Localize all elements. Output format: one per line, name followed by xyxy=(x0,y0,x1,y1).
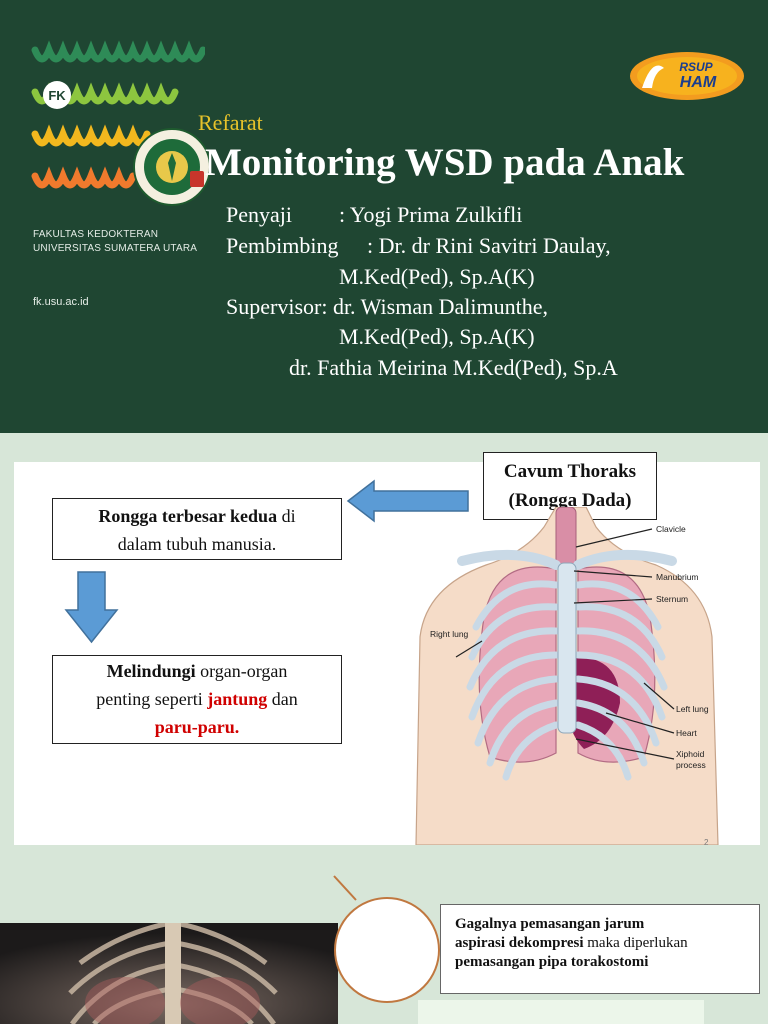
chest-xray-image xyxy=(0,923,338,1024)
wsd-line-1: Gagalnya pemasangan jarum xyxy=(455,916,645,932)
label-manubrium: Manubrium xyxy=(656,572,699,582)
credit-pembimbing-name: : Dr. dr Rini Savitri Daulay, xyxy=(367,233,611,258)
green-panel xyxy=(418,1000,704,1024)
label-clavicle: Clavicle xyxy=(656,524,686,534)
melindungi-line-1: Melindungi organ-organ xyxy=(106,661,288,681)
svg-text:HAM: HAM xyxy=(680,74,717,91)
cavum-line-1: Cavum Thoraks xyxy=(503,461,637,482)
credit-supervisor: Supervisor: dr. Wisman Dalimunthe, xyxy=(226,294,548,319)
label-right-lung: Right lung xyxy=(430,629,469,639)
usu-seal-logo xyxy=(133,128,211,206)
connector-line xyxy=(333,875,357,901)
refarat-label: Refarat xyxy=(198,110,263,135)
credit-pembimbing-label: Pembimbing xyxy=(226,233,339,258)
label-xiphoid-1: Xiphoid xyxy=(676,749,705,759)
wsd-textbox: Gagalnya pemasangan jarum aspirasi dekom… xyxy=(440,904,760,994)
credit-supervisor-2: dr. Fathia Meirina M.Ked(Ped), Sp.A xyxy=(289,355,618,380)
melindungi-box: Melindungi organ-organ penting seperti j… xyxy=(52,655,342,744)
rongga-line-2: dalam tubuh manusia. xyxy=(117,534,277,554)
credit-pembimbing-title: M.Ked(Ped), Sp.A(K) xyxy=(339,264,535,289)
wsd-line-3: pemasangan pipa torakostomi xyxy=(455,954,649,970)
wsd-line-2: aspirasi dekompresi maka diperlukan xyxy=(455,935,688,951)
left-arrow-icon xyxy=(346,479,469,523)
label-xiphoid-2: process xyxy=(676,760,706,770)
faculty-url[interactable]: fk.usu.ac.id xyxy=(33,296,89,308)
thorax-anatomy-diagram: Clavicle Manubrium Sternum Right lung Le… xyxy=(415,507,719,845)
title-slide: FK RSUP HAM FAKULTAS KEDOKTERAN UNIVERSI… xyxy=(0,0,768,433)
faculty-name: FAKULTAS KEDOKTERAN UNIVERSITAS SUMATERA… xyxy=(33,228,197,256)
credit-supervisor-title: M.Ked(Ped), Sp.A(K) xyxy=(339,324,535,349)
page-number: 2 xyxy=(704,838,709,847)
melindungi-line-2: penting seperti jantung dan xyxy=(96,689,298,709)
slide-title: Monitoring WSD pada Anak xyxy=(205,141,685,184)
wsd-slide: Gagalnya pemasangan jarum aspirasi dekom… xyxy=(0,868,768,1024)
credit-penyaji-label: Penyaji xyxy=(226,202,292,227)
label-left-lung: Left lung xyxy=(676,704,709,714)
rongga-line-1: Rongga terbesar kedua di xyxy=(98,506,296,526)
down-arrow-icon xyxy=(64,571,119,644)
label-heart: Heart xyxy=(676,728,697,738)
credit-penyaji-name: : Yogi Prima Zulkifli xyxy=(339,202,523,227)
faculty-line-2: UNIVERSITAS SUMATERA UTARA xyxy=(33,243,198,254)
faculty-line-1: FAKULTAS KEDOKTERAN xyxy=(33,229,159,240)
melindungi-line-3: paru-paru. xyxy=(154,717,240,737)
thorax-slide: Cavum Thoraks (Rongga Dada) Rongga terbe… xyxy=(14,452,760,845)
rongga-box: Rongga terbesar kedua di dalam tubuh man… xyxy=(52,498,342,560)
label-sternum: Sternum xyxy=(656,594,688,604)
svg-text:FK: FK xyxy=(48,88,66,103)
rsup-ham-logo: RSUP HAM xyxy=(630,52,744,100)
svg-text:RSUP: RSUP xyxy=(679,60,713,74)
callout-circle xyxy=(334,897,440,1003)
cavum-line-2: (Rongga Dada) xyxy=(508,490,632,511)
fk-wave-logo: FK xyxy=(31,40,205,189)
